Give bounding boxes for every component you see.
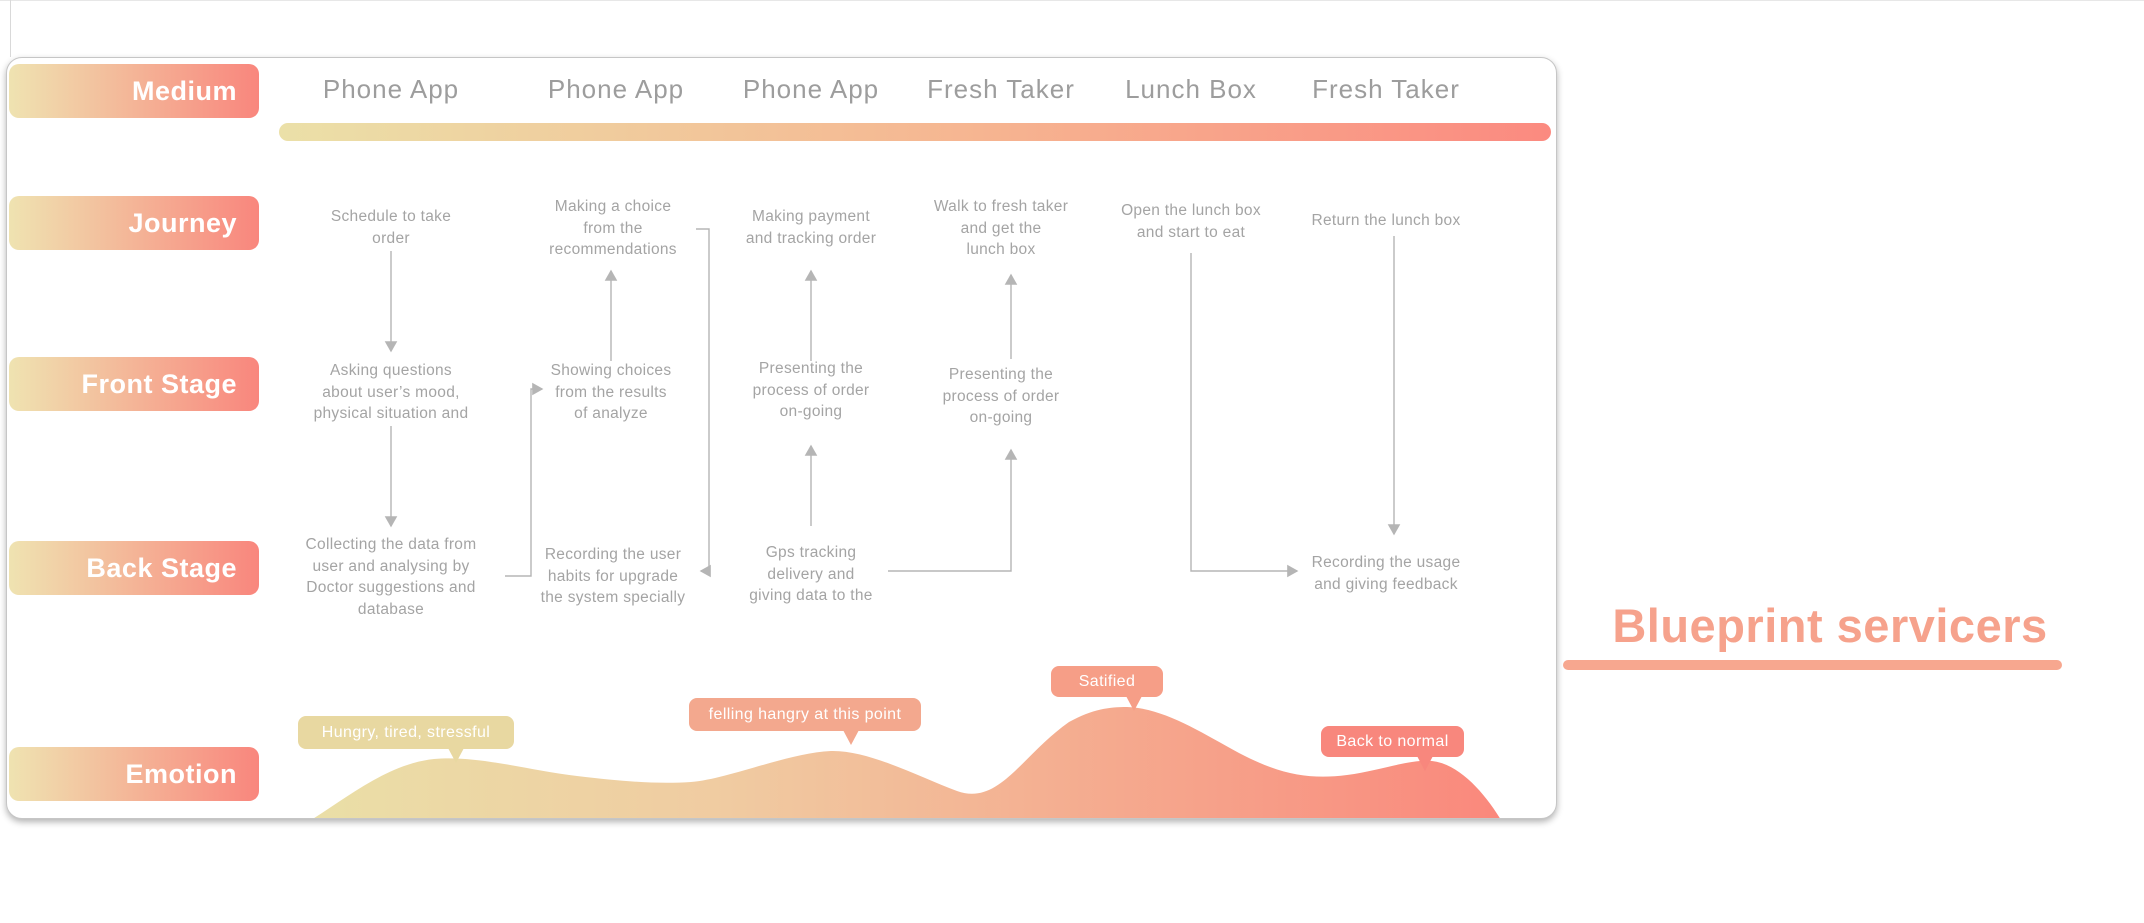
emotion-bubble-back-to-normal: Back to normal [1321,726,1464,771]
row-pill-journey: Journey [9,196,259,250]
back-stage-node-recording-habits: Recording the user habits for upgrade th… [540,546,686,607]
page-title-underline [1563,660,2062,670]
blueprint-card: Medium Journey Front Stage Back Stage Em… [6,57,1557,819]
emotion-bubble-hungry: Hungry, tired, stressful [298,716,514,763]
left-hairline [10,0,11,57]
back-stage-node-recording-usage: Recording the usage and giving feedback [1311,554,1461,593]
front-stage-node-presenting-order-2: Presenting the process of order on-going [942,366,1060,427]
column-header-phone-app-1: Phone App [322,74,460,104]
column-header-phone-app-2: Phone App [547,74,685,104]
emotion-bubble-hangry: felling hangry at this point [689,698,921,745]
medium-gradient-bar [279,123,1551,141]
row-pill-back-stage: Back Stage [9,541,259,595]
front-stage-node-presenting-order-1: Presenting the process of order on-going [752,360,870,421]
emotion-bubble-satified: Satified [1051,666,1163,711]
row-pill-emotion: Emotion [9,747,259,801]
journey-node-walk-to-fresh-taker: Walk to fresh taker and get the lunch bo… [933,198,1069,259]
front-stage-node-showing-choices: Showing choices from the results of anal… [550,362,672,423]
front-stage-node-asking-questions: Asking questions about user’s mood, phys… [313,362,469,423]
top-hairline [0,0,2144,1]
back-stage-node-gps-tracking: Gps tracking delivery and giving data to… [749,544,873,605]
page-title: Blueprint servicers [1612,599,2048,652]
column-header-fresh-taker-1: Fresh Taker [927,74,1075,104]
column-header-lunch-box: Lunch Box [1125,74,1257,104]
column-header-phone-app-3: Phone App [742,74,880,104]
row-pill-medium: Medium [9,64,259,118]
journey-node-return-lunch-box: Return the lunch box [1311,212,1461,229]
journey-node-making-choice: Making a choice from the recommendations [549,198,677,259]
journey-node-making-payment: Making payment and tracking order [745,208,877,247]
journey-node-open-lunch-box: Open the lunch box and start to eat [1121,202,1261,241]
back-stage-node-collecting-data: Collecting the data from user and analys… [305,536,477,619]
column-header-fresh-taker-2: Fresh Taker [1312,74,1460,104]
row-pill-front-stage: Front Stage [9,357,259,411]
journey-node-schedule-order: Schedule to take order [330,208,452,247]
